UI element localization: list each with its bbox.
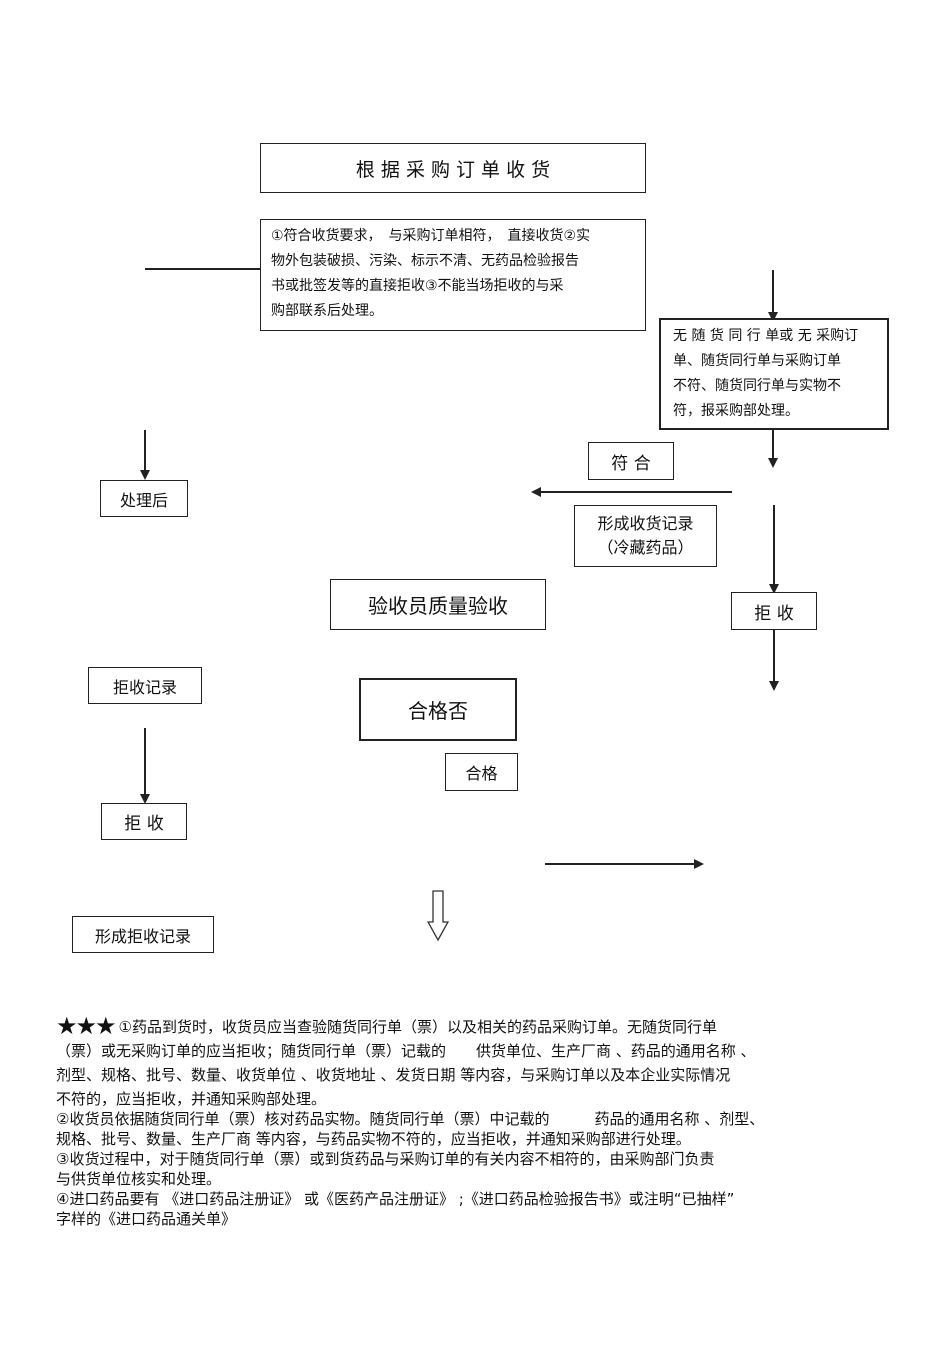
arrow-line <box>144 430 146 470</box>
form-reject-record-box: 形成拒收记录 <box>72 916 214 953</box>
arrow-line <box>545 863 695 865</box>
arrow-down-icon <box>769 681 779 691</box>
receipt-record-text: （冷藏药品） <box>597 538 694 557</box>
hollow-arrow-down-icon <box>427 890 449 942</box>
arrow-line <box>540 491 732 493</box>
note-line: 规格、批号、数量、生产厂商 等内容，与药品实物不符的，应当拒收，并通知采购部进行… <box>56 1130 691 1148</box>
qualified-question-text: 合格否 <box>408 699 468 723</box>
mismatch-line: 不符、随货同行单与实物不 <box>673 378 841 394</box>
qualified-box: 合格 <box>445 753 518 791</box>
receipt-record-text: 形成收货记录 <box>597 514 694 533</box>
criteria-line: ①符合收货要求， 与采购订单相符， 直接收货②实 <box>271 228 591 244</box>
arrow-down-icon <box>769 584 779 594</box>
reject-left-box: 拒 收 <box>101 803 187 840</box>
mismatch-line: 单、随货同行单与采购订单 <box>673 353 841 369</box>
qualified-text: 合格 <box>465 764 498 783</box>
connector-line <box>145 268 260 270</box>
arrow-down-icon <box>140 470 150 480</box>
mismatch-line: 符，报采购部处理。 <box>673 403 799 419</box>
title-text: 根 据 采 购 订 单 收 货 <box>355 158 551 181</box>
reject-right-box: 拒 收 <box>731 592 817 630</box>
note-line: 剂型、规格、批号、数量、收货单位 、收货地址 、发货日期 等内容，与采购订单以及… <box>56 1066 731 1084</box>
match-box: 符 合 <box>588 442 674 480</box>
arrow-line <box>773 630 775 682</box>
form-reject-record-text: 形成拒收记录 <box>94 926 191 946</box>
note-line: 与供货单位核实和处理。 <box>56 1170 222 1188</box>
criteria-box: ①符合收货要求， 与采购订单相符， 直接收货②实 物外包装破损、污染、标示不清、… <box>260 219 646 331</box>
note-line: ②收货员依据随货同行单（票）核对药品实物。随货同行单（票）中记载的 药品的通用名… <box>56 1110 765 1128</box>
arrow-down-icon <box>768 458 778 468</box>
reject-record-text: 拒收记录 <box>112 677 177 697</box>
qualified-question-box: 合格否 <box>359 678 517 741</box>
criteria-line: 购部联系后处理。 <box>271 303 383 319</box>
stars-icon: ★★★ <box>56 1012 117 1040</box>
reject-record-box: 拒收记录 <box>88 667 202 704</box>
receipt-record-box: 形成收货记录 （冷藏药品） <box>574 505 717 567</box>
note-line: ④进口药品要有 《进口药品注册证》 或《医药产品注册证》 ;《进口药品检验报告书… <box>56 1190 735 1208</box>
criteria-line: 书或批签发等的直接拒收③不能当场拒收的与采 <box>271 278 564 294</box>
reject-left-text: 拒 收 <box>124 814 164 834</box>
after-text: 处理后 <box>119 490 168 510</box>
title-box: 根 据 采 购 订 单 收 货 <box>260 143 646 193</box>
inspect-box: 验收员质量验收 <box>330 579 546 630</box>
arrow-line <box>773 505 775 589</box>
note-line: 不符的，应当拒收，并通知采购部处理。 <box>56 1090 327 1108</box>
reject-right-text: 拒 收 <box>754 603 794 624</box>
arrow-line <box>772 270 774 320</box>
arrow-line <box>772 430 774 460</box>
arrow-right-icon <box>694 859 704 869</box>
mismatch-line: 无 随 货 同 行 单或 无 采购订 <box>673 328 859 344</box>
criteria-line: 物外包装破损、污染、标示不清、无药品检验报告 <box>271 253 579 269</box>
inspect-text: 验收员质量验收 <box>368 594 508 618</box>
arrow-down-icon <box>768 312 778 322</box>
arrow-line <box>144 728 146 796</box>
notes-section: ★★★①药品到货时，收货员应当查验随货同行单（票）以及相关的药品采购订单。无随货… <box>56 1014 916 1229</box>
after-box: 处理后 <box>100 480 188 517</box>
match-text: 符 合 <box>611 453 651 474</box>
note-line: ①药品到货时，收货员应当查验随货同行单（票）以及相关的药品采购订单。无随货同行单 <box>118 1018 717 1036</box>
note-line: （票）或无采购订单的应当拒收；随货同行单（票）记载的 供货单位、生产厂商 、药品… <box>56 1042 756 1060</box>
note-line: ③收货过程中，对于随货同行单（票）或到货药品与采购订单的有关内容不相符的，由采购… <box>56 1150 715 1168</box>
mismatch-box: 无 随 货 同 行 单或 无 采购订 单、随货同行单与采购订单 不符、随货同行单… <box>659 318 889 430</box>
arrow-left-icon <box>531 487 541 497</box>
note-line: 字样的《进口药品通关单》 <box>56 1210 237 1228</box>
arrow-down-icon <box>140 794 150 804</box>
